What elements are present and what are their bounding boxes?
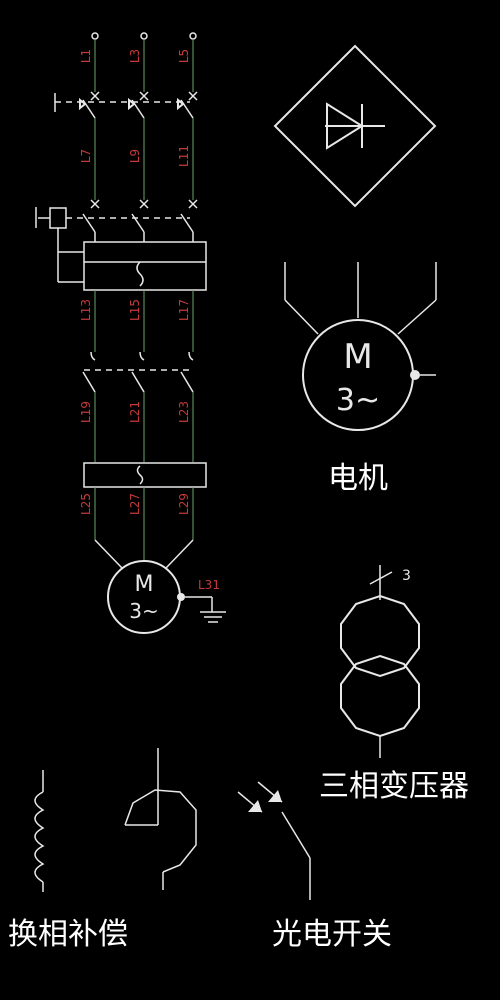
caption-phase-compensation: 换相补偿 bbox=[8, 917, 128, 952]
label-l5: L5 bbox=[177, 49, 191, 63]
motor-large: M 3~ 电机 bbox=[284, 262, 437, 496]
label-l25: L25 bbox=[79, 493, 93, 515]
label-l21: L21 bbox=[128, 401, 142, 423]
label-l3: L3 bbox=[128, 49, 142, 63]
photo-switch-symbol: 光电开关 bbox=[237, 781, 392, 952]
label-l31: L31 bbox=[198, 578, 220, 592]
label-l11: L11 bbox=[177, 145, 191, 167]
phase-compensation-symbols: 换相补偿 bbox=[8, 748, 197, 952]
disconnect-switch bbox=[82, 351, 194, 393]
label-l13: L13 bbox=[79, 299, 93, 321]
label-l27: L27 bbox=[128, 493, 142, 515]
caption-photo-switch: 光电开关 bbox=[272, 917, 392, 952]
motor-small: M 3~ bbox=[107, 560, 226, 634]
label-l1: L1 bbox=[79, 49, 93, 63]
transformer-three-phase: 3 三相变压器 bbox=[319, 565, 469, 804]
breaker-switch bbox=[54, 91, 198, 119]
motor-small-m: M bbox=[135, 572, 154, 597]
caption-transformer: 三相变压器 bbox=[319, 769, 469, 804]
motor-large-phase: 3~ bbox=[336, 383, 380, 418]
label-l17: L17 bbox=[177, 299, 191, 321]
rectifier-symbol bbox=[273, 44, 437, 208]
label-l29: L29 bbox=[177, 493, 191, 515]
label-l9: L9 bbox=[128, 149, 142, 163]
label-l19: L19 bbox=[79, 401, 93, 423]
top-terminals bbox=[91, 32, 197, 40]
motor-large-m: M bbox=[343, 337, 372, 377]
thermal-relay-2 bbox=[83, 462, 207, 488]
caption-motor: 电机 bbox=[328, 461, 388, 496]
transformer-count: 3 bbox=[402, 568, 411, 584]
wire-labels: L1 L3 L5 L7 L9 L11 L13 L15 L17 L19 L21 L… bbox=[79, 49, 220, 592]
thermal-relay-1 bbox=[83, 232, 207, 291]
label-l15: L15 bbox=[128, 299, 142, 321]
motor-small-phase: 3~ bbox=[129, 599, 158, 623]
label-l23: L23 bbox=[177, 401, 191, 423]
contactor bbox=[35, 199, 198, 283]
control-circuit: M 3~ L1 L3 L5 L7 L9 L11 L13 L15 L17 L19 … bbox=[35, 32, 226, 634]
label-l7: L7 bbox=[79, 149, 93, 163]
